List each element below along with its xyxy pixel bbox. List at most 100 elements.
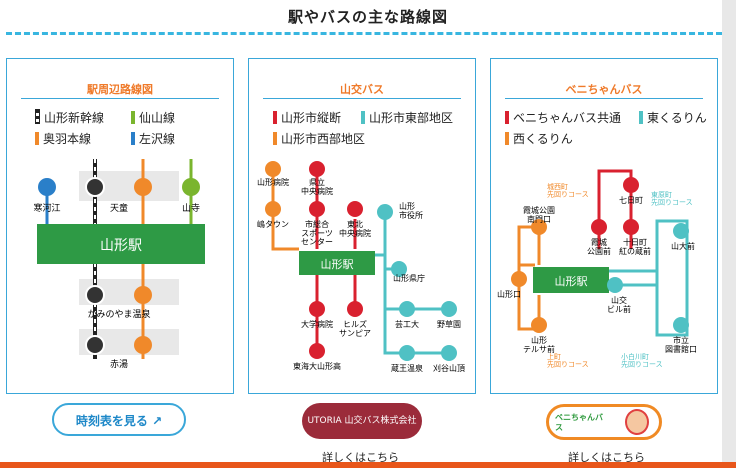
- external-link-icon: ↗: [152, 414, 163, 428]
- station-panel-title-rule: [21, 98, 219, 99]
- yamagata-byoin-label: 山形病院: [257, 177, 289, 187]
- legend-label-west-kururin: 西くるりん: [513, 132, 573, 146]
- yamako-logo-button[interactable]: UTORIA 山交バス株式会社: [302, 403, 422, 439]
- sports-center-dot: [309, 201, 325, 217]
- legend-label-east-kururin: 東くるりん: [647, 111, 707, 125]
- timetable-button-label: 時刻表を見る: [75, 414, 148, 428]
- legend-east-kururin: 東くるりん: [639, 109, 707, 126]
- label-line: 南門口: [527, 214, 551, 224]
- beni-detail-link[interactable]: 詳しくはこちら: [568, 451, 645, 464]
- tokamachi-dot: [623, 219, 639, 235]
- kariya-dot: [441, 345, 457, 361]
- geiko-label: 芸工大: [395, 319, 419, 329]
- legend-swatch-west-kururin: [505, 132, 509, 145]
- yamako-bill-label: 山交ビル前: [607, 295, 631, 314]
- beni-panel-title-rule: [505, 98, 703, 99]
- label-line: 市立: [673, 335, 689, 345]
- course-label-west-ccw: 城西町先回りコース: [547, 183, 589, 199]
- legend-west-kururin: 西くるりん: [505, 130, 573, 147]
- beni-common-line: [597, 169, 633, 249]
- nishi-town-label: 嶋タウン: [257, 219, 289, 229]
- legend-swatch-jyudan: [273, 111, 277, 124]
- kenritsu-label: 県立中央病院: [301, 177, 333, 196]
- label-line: 図書館口: [665, 344, 697, 354]
- legend-label-beni-common: ベニちゃんバス共通: [513, 111, 622, 125]
- nogusa-label: 野草園: [437, 319, 461, 329]
- legend-west: 山形市西部地区: [273, 130, 365, 147]
- legend-label-senzan: 仙山線: [139, 111, 176, 125]
- kanokawa-station-dot: [38, 178, 56, 196]
- yamako-detail-link[interactable]: 詳しくはこちら: [322, 451, 399, 464]
- label-line: 公園前: [587, 246, 611, 256]
- bottom-accent-bar: [0, 462, 736, 468]
- kaminoyama-shinkansen-dot: [85, 285, 105, 305]
- daigaku-dot: [309, 301, 325, 317]
- kanokawa-label: 寒河江: [33, 202, 60, 214]
- kaminoyama-label: かみのやま温泉: [87, 308, 150, 320]
- label-line: 市役所: [399, 210, 423, 220]
- title-divider: [6, 32, 722, 35]
- kaminoyama-ou-dot: [134, 286, 152, 304]
- zao-label: 蔵王温泉: [391, 363, 423, 373]
- yamaeki-nishi-label: 山形口: [497, 289, 521, 299]
- label-line: テルサ前: [523, 344, 555, 354]
- legend-east: 山形市東部地区: [361, 109, 453, 126]
- tohoku-label: 東北中央病院: [339, 219, 371, 238]
- yamako-bus-panel: 山交バス 山形市縦断 山形市東部地区 山形市西部地区 山形駅: [248, 58, 476, 394]
- yamagata-station-box: [37, 224, 205, 264]
- yamako-logo-text: UTORIA 山交バス株式会社: [307, 416, 417, 426]
- beni-logo-button[interactable]: ベニちゃんバス: [546, 404, 662, 440]
- beni-route-map: 山形駅 七日町 霞城公園前 十日町紅の蔵前 霞城公園南門口 山形口 山形テルサ前…: [497, 169, 697, 369]
- legend-senzan: 仙山線: [131, 109, 175, 126]
- course-label-east-ccw: 東原町先回りコース: [651, 190, 693, 207]
- legend-label-aterazawa: 左沢線: [139, 132, 176, 146]
- yamadai-dot: [673, 223, 689, 239]
- course-label-west-cw: 上町先回りコース: [547, 352, 589, 369]
- label-line: 中央病院: [339, 228, 371, 238]
- legend-aterazawa: 左沢線: [131, 130, 175, 147]
- nanoka-dot: [623, 177, 639, 193]
- label-line: 霞城: [591, 238, 607, 247]
- terusa-dot: [531, 317, 547, 333]
- toshokan-label: 市立図書館口: [665, 335, 697, 354]
- label-line: 城西町: [547, 183, 568, 191]
- yamako-route-map: 山形駅 山形病院 県立中央病院 嶋タウン 市総合スポーツセンター 東北中央病院 …: [257, 161, 465, 373]
- label-line: 先回りコース: [651, 198, 693, 207]
- legend-label-east: 山形市東部地区: [369, 111, 454, 125]
- label-line: 霞城公園: [523, 206, 555, 215]
- label-line: 先回りコース: [547, 360, 589, 369]
- tokai-label: 東海大山形高: [293, 361, 341, 371]
- beni-station-label: 山形駅: [555, 275, 588, 288]
- yamagata-byoin-dot: [265, 161, 281, 177]
- nanoka-label: 七日町: [619, 196, 643, 205]
- label-line: 十日町: [623, 237, 647, 247]
- legend-swatch-beni-common: [505, 111, 509, 124]
- label-line: 山形: [399, 201, 415, 211]
- label-line: サンピア: [339, 329, 371, 338]
- kasumijo-minami-label: 霞城公園南門口: [523, 206, 555, 224]
- right-edge-strip: [722, 0, 736, 468]
- tendo-shinkansen-dot: [85, 177, 105, 197]
- legend-shinkansen: 山形新幹線: [35, 109, 104, 126]
- legend-ou: 奥羽本線: [35, 130, 91, 147]
- yamako-panel-title: 山交バス: [340, 83, 384, 96]
- east-kururin-line: [607, 219, 689, 337]
- station-panel-title: 駅周辺路線図: [87, 83, 153, 96]
- label-line: 東北: [347, 219, 363, 229]
- legend-label-shinkansen: 山形新幹線: [44, 111, 105, 125]
- terusa-label: 山形テルサ前: [523, 335, 555, 354]
- beni-station-box: [533, 267, 609, 293]
- legend-label-west: 山形市西部地区: [281, 132, 366, 146]
- label-line: 県立: [309, 177, 325, 187]
- timetable-button[interactable]: 時刻表を見る ↗: [52, 403, 186, 436]
- label-line: 小白川町: [621, 352, 649, 361]
- tendo-label: 天童: [110, 202, 128, 214]
- label-line: 紅の蔵前: [619, 246, 651, 256]
- toshokan-dot: [673, 317, 689, 333]
- kasumijo-minami-dot: [531, 219, 547, 235]
- kencho-label: 山形県庁: [393, 273, 425, 283]
- yamako-station-box: [299, 251, 375, 275]
- hills-label: ヒルズサンピア: [339, 319, 371, 338]
- hills-dot: [347, 301, 363, 317]
- label-line: 先回りコース: [621, 360, 663, 369]
